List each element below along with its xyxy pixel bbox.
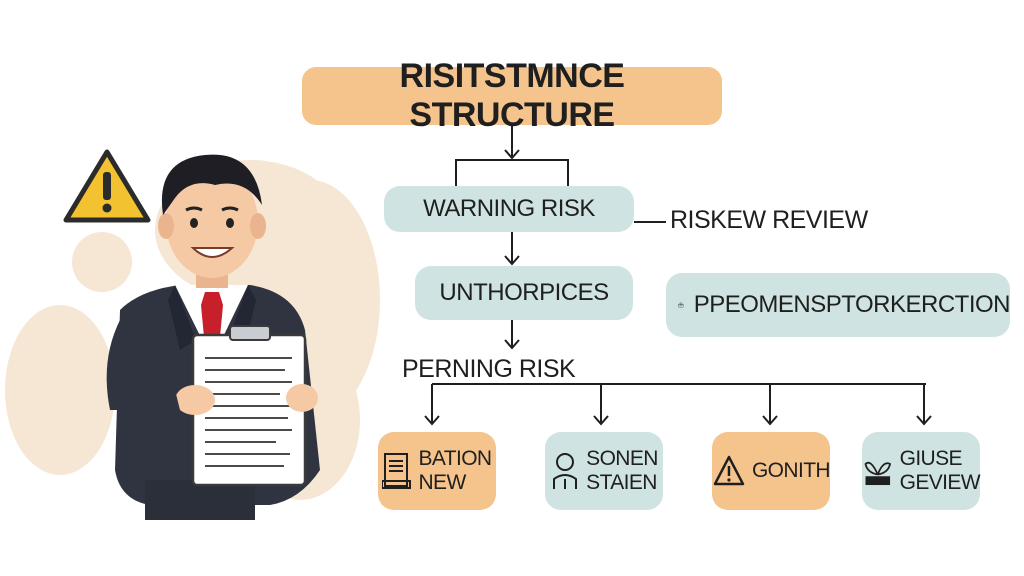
warning-icon — [713, 455, 745, 486]
warning-triangle-icon — [63, 149, 151, 223]
mail-shield-icon — [678, 302, 684, 308]
document-icon — [382, 453, 412, 489]
connectors — [424, 125, 932, 426]
protection-label: PPEOMENSPTORKERCTION — [693, 291, 1011, 318]
unthorpices-node: UNTHORPICES — [415, 266, 633, 320]
warning-risk-node: WARNING RISK — [384, 186, 634, 232]
plant-icon — [864, 461, 892, 486]
leaf-line1: SONEN — [586, 447, 658, 470]
leaf-line2: NEW — [418, 471, 466, 494]
leaf-line1: BATION — [418, 447, 492, 470]
leaf-gonith: GONITH — [712, 432, 831, 510]
leaf-line2: STAIEN — [586, 471, 657, 494]
review-label: RISKEW REVIEW — [670, 206, 868, 234]
leaf-line1: GONITH — [751, 459, 831, 482]
leaf-line2: GEVIEW — [899, 471, 981, 494]
diagram-title: RISITSTMNCE STRUCTURE — [302, 57, 722, 134]
businessman — [106, 154, 320, 520]
person-icon — [553, 453, 578, 489]
protection-node: PPEOMENSPTORKERCTION — [666, 273, 1011, 337]
branch-label: PERNING RISK — [402, 355, 576, 383]
leaf-line1: GIUSE — [899, 447, 963, 470]
